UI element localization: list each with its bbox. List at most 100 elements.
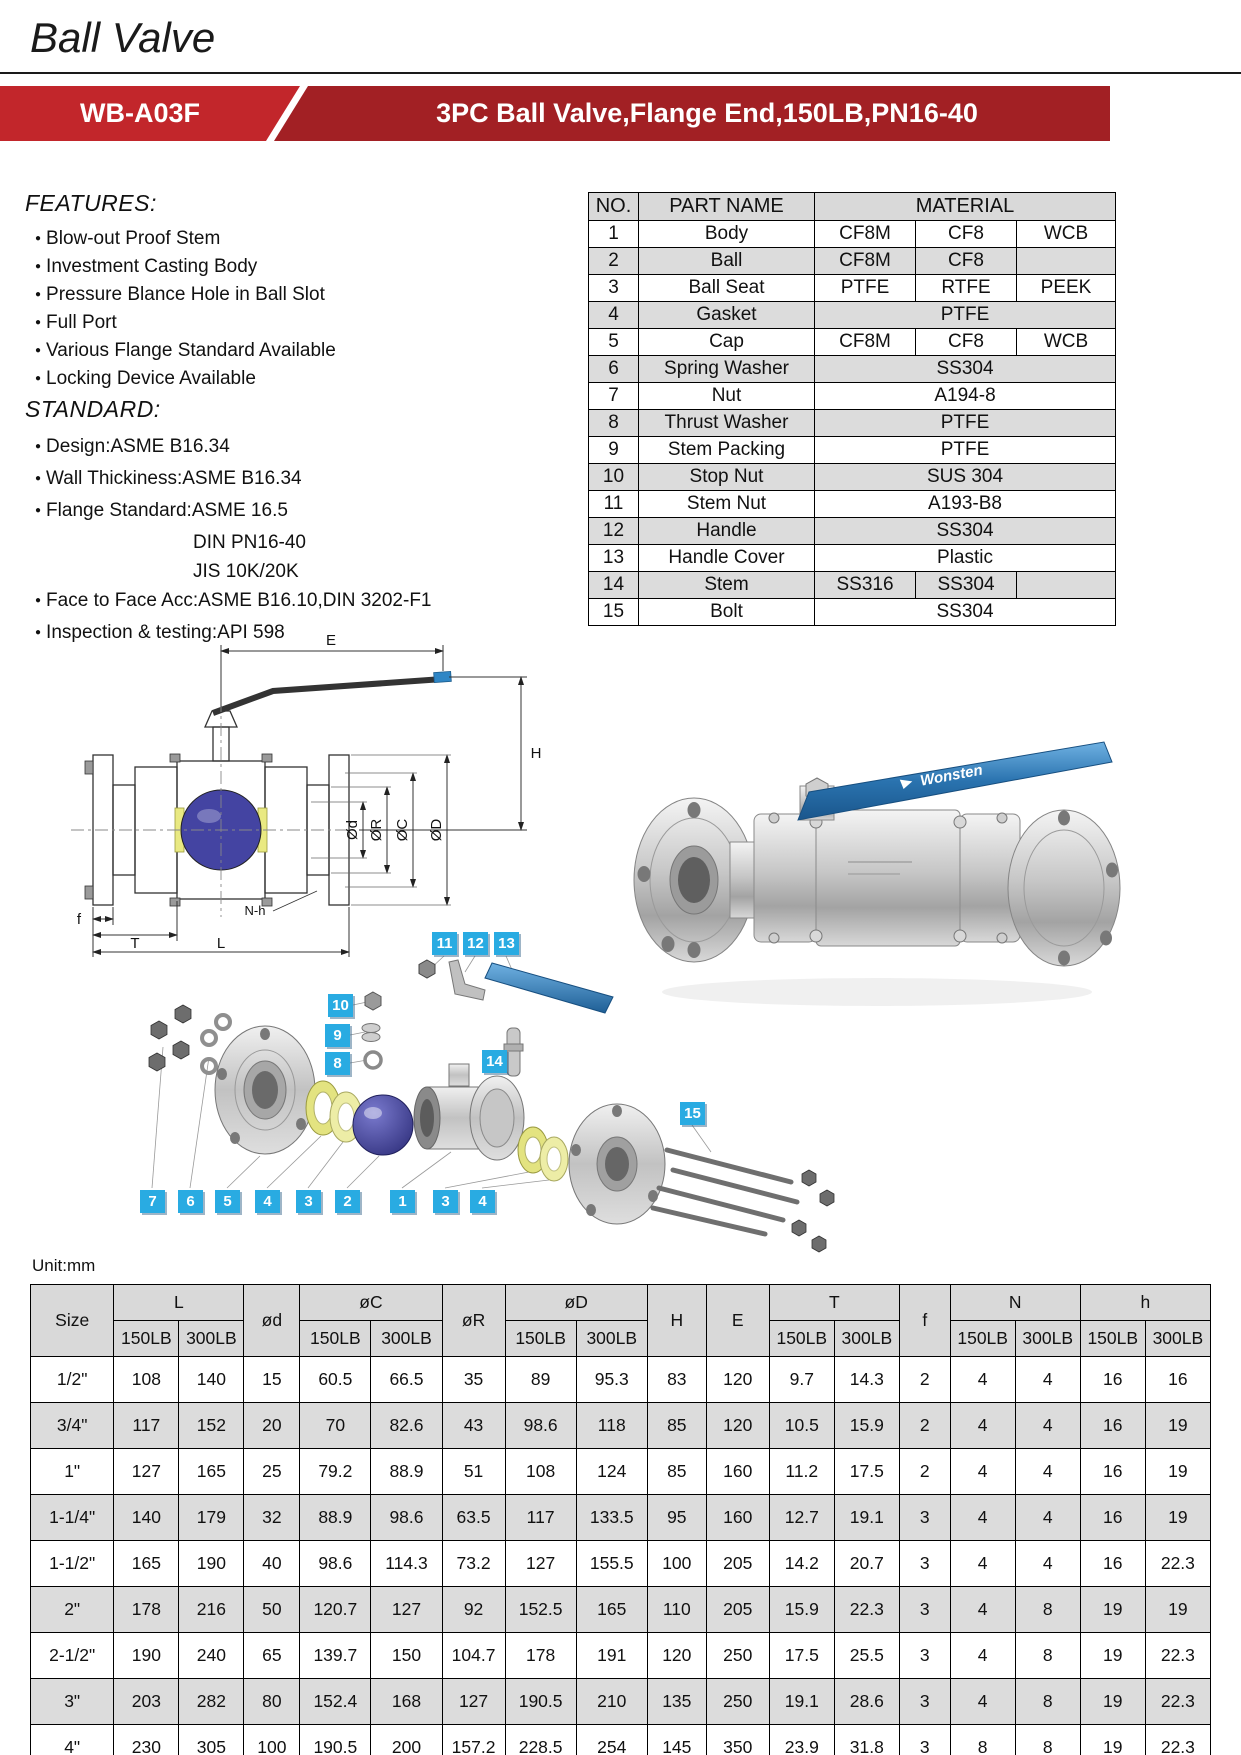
dim-label-L: L — [217, 935, 225, 952]
dim-size-cell: 3/4" — [29, 1402, 115, 1449]
part-material-cell: PTFE — [814, 274, 916, 302]
centerlines — [71, 699, 359, 917]
handle-bracket-part — [448, 959, 486, 1001]
dim-value-cell: 191 — [575, 1632, 648, 1679]
dim-value-cell: 4 — [949, 1632, 1016, 1679]
part-material-cell: PTFE — [813, 301, 1117, 329]
dim-value-cell: 32 — [243, 1494, 301, 1541]
dim-value-cell: 50 — [243, 1586, 301, 1633]
ball-highlight — [197, 809, 221, 823]
dim-value-cell: 178 — [504, 1632, 577, 1679]
dim-value-cell: 4 — [949, 1356, 1016, 1403]
part-no-cell: 3 — [588, 274, 639, 302]
dim-sub-header: 300LB — [1144, 1320, 1212, 1357]
dim-value-cell: 16 — [1079, 1356, 1146, 1403]
dim-size-cell: 2" — [29, 1586, 115, 1633]
dim-value-cell: 4 — [949, 1540, 1016, 1587]
dim-size-cell: 1-1/2" — [29, 1540, 115, 1587]
dim-value-cell: 20 — [243, 1402, 301, 1449]
dim-value-cell: 98.6 — [299, 1540, 372, 1587]
bullet-icon: ● — [35, 233, 42, 244]
standard-item: ●Design:ASME B16.34 — [25, 432, 585, 464]
cap-flange — [214, 1025, 316, 1155]
technical-drawing: E H Ød ØR ØC ØD f T L N-h — [15, 615, 585, 960]
dim-value-cell: 350 — [705, 1724, 770, 1755]
feature-text: Various Flange Standard Available — [46, 340, 336, 361]
dim-size-cell: 1" — [29, 1448, 115, 1495]
part-material-cell: SS304 — [813, 355, 1117, 383]
dim-sub-header: 300LB — [833, 1320, 900, 1357]
dim-value-cell: 19.1 — [833, 1494, 900, 1541]
dim-col-header: H — [646, 1284, 707, 1357]
dim-col-header: øD — [504, 1284, 648, 1321]
ball-part — [352, 1094, 414, 1156]
dimension-lines — [220, 645, 527, 906]
dim-value-cell: 3 — [898, 1586, 951, 1633]
parts-header-material: MATERIAL — [813, 192, 1117, 221]
dim-value-cell: 19 — [1079, 1678, 1146, 1725]
left-flange — [633, 797, 755, 963]
part-no-cell: 1 — [588, 220, 639, 248]
standard-text: Wall Thickiness:ASME B16.34 — [46, 468, 302, 489]
dim-value-cell: 17.5 — [768, 1632, 835, 1679]
part-material-cell: PEEK — [1015, 274, 1117, 302]
bullet-icon: ● — [35, 345, 42, 356]
dim-value-cell: 4 — [949, 1586, 1016, 1633]
part-no-cell: 9 — [588, 436, 639, 464]
dim-sub-header: 150LB — [299, 1320, 372, 1357]
part-no-cell: 8 — [588, 409, 639, 437]
part-material-cell: PTFE — [813, 409, 1117, 437]
bullet-icon: ● — [35, 261, 42, 272]
dim-value-cell: 160 — [705, 1494, 770, 1541]
dim-value-cell: 8 — [1014, 1632, 1081, 1679]
stem-flat — [503, 1043, 524, 1052]
part-material-cell: A193-B8 — [813, 490, 1117, 518]
dim-col-header: øC — [299, 1284, 443, 1321]
dim-sub-header: 150LB — [504, 1320, 577, 1357]
bolts-studs — [650, 1147, 800, 1237]
dim-size-cell: 4" — [29, 1724, 115, 1755]
standard-item: ●Wall Thickiness:ASME B16.34 — [25, 464, 585, 496]
part-material-cell: SS304 — [813, 598, 1117, 626]
dim-value-cell: 165 — [575, 1586, 648, 1633]
dim-value-cell: 100 — [646, 1540, 707, 1587]
dim-value-cell: 145 — [646, 1724, 707, 1755]
dim-value-cell: 2 — [898, 1448, 951, 1495]
part-name-cell: Bolt — [638, 598, 815, 626]
left-neck — [729, 841, 759, 919]
part-material-cell: CF8 — [915, 328, 1017, 356]
part-name-cell: Ball Seat — [638, 274, 815, 302]
part-name-cell: Thrust Washer — [638, 409, 815, 437]
standard-heading: STANDARD: — [25, 396, 161, 422]
dim-value-cell: 157.2 — [441, 1724, 506, 1755]
dim-value-cell: 165 — [113, 1540, 180, 1587]
dim-value-cell: 139.7 — [299, 1632, 372, 1679]
dim-value-cell: 108 — [504, 1448, 577, 1495]
dim-value-cell: 9.7 — [768, 1356, 835, 1403]
part-no-cell: 10 — [588, 463, 639, 491]
dim-value-cell: 15 — [243, 1356, 301, 1403]
dim-value-cell: 155.5 — [575, 1540, 648, 1587]
thrust-washer-part — [363, 1050, 383, 1070]
dim-size-cell: 1/2" — [29, 1356, 115, 1403]
dim-label-E: E — [326, 632, 336, 649]
extension-lines — [311, 754, 451, 906]
product-photo-svg: Wonsten — [633, 741, 1121, 1006]
dim-value-cell: 135 — [646, 1678, 707, 1725]
dim-value-cell: 43 — [441, 1402, 506, 1449]
dim-value-cell: 63.5 — [441, 1494, 506, 1541]
part-name-cell: Handle — [638, 517, 815, 545]
handle — [797, 741, 1113, 821]
dim-value-cell: 4 — [949, 1402, 1016, 1449]
dim-value-cell: 17.5 — [833, 1448, 900, 1495]
part-number-label: 10 — [328, 994, 353, 1017]
dim-value-cell: 305 — [178, 1724, 245, 1755]
dim-value-cell: 31.8 — [833, 1724, 900, 1755]
